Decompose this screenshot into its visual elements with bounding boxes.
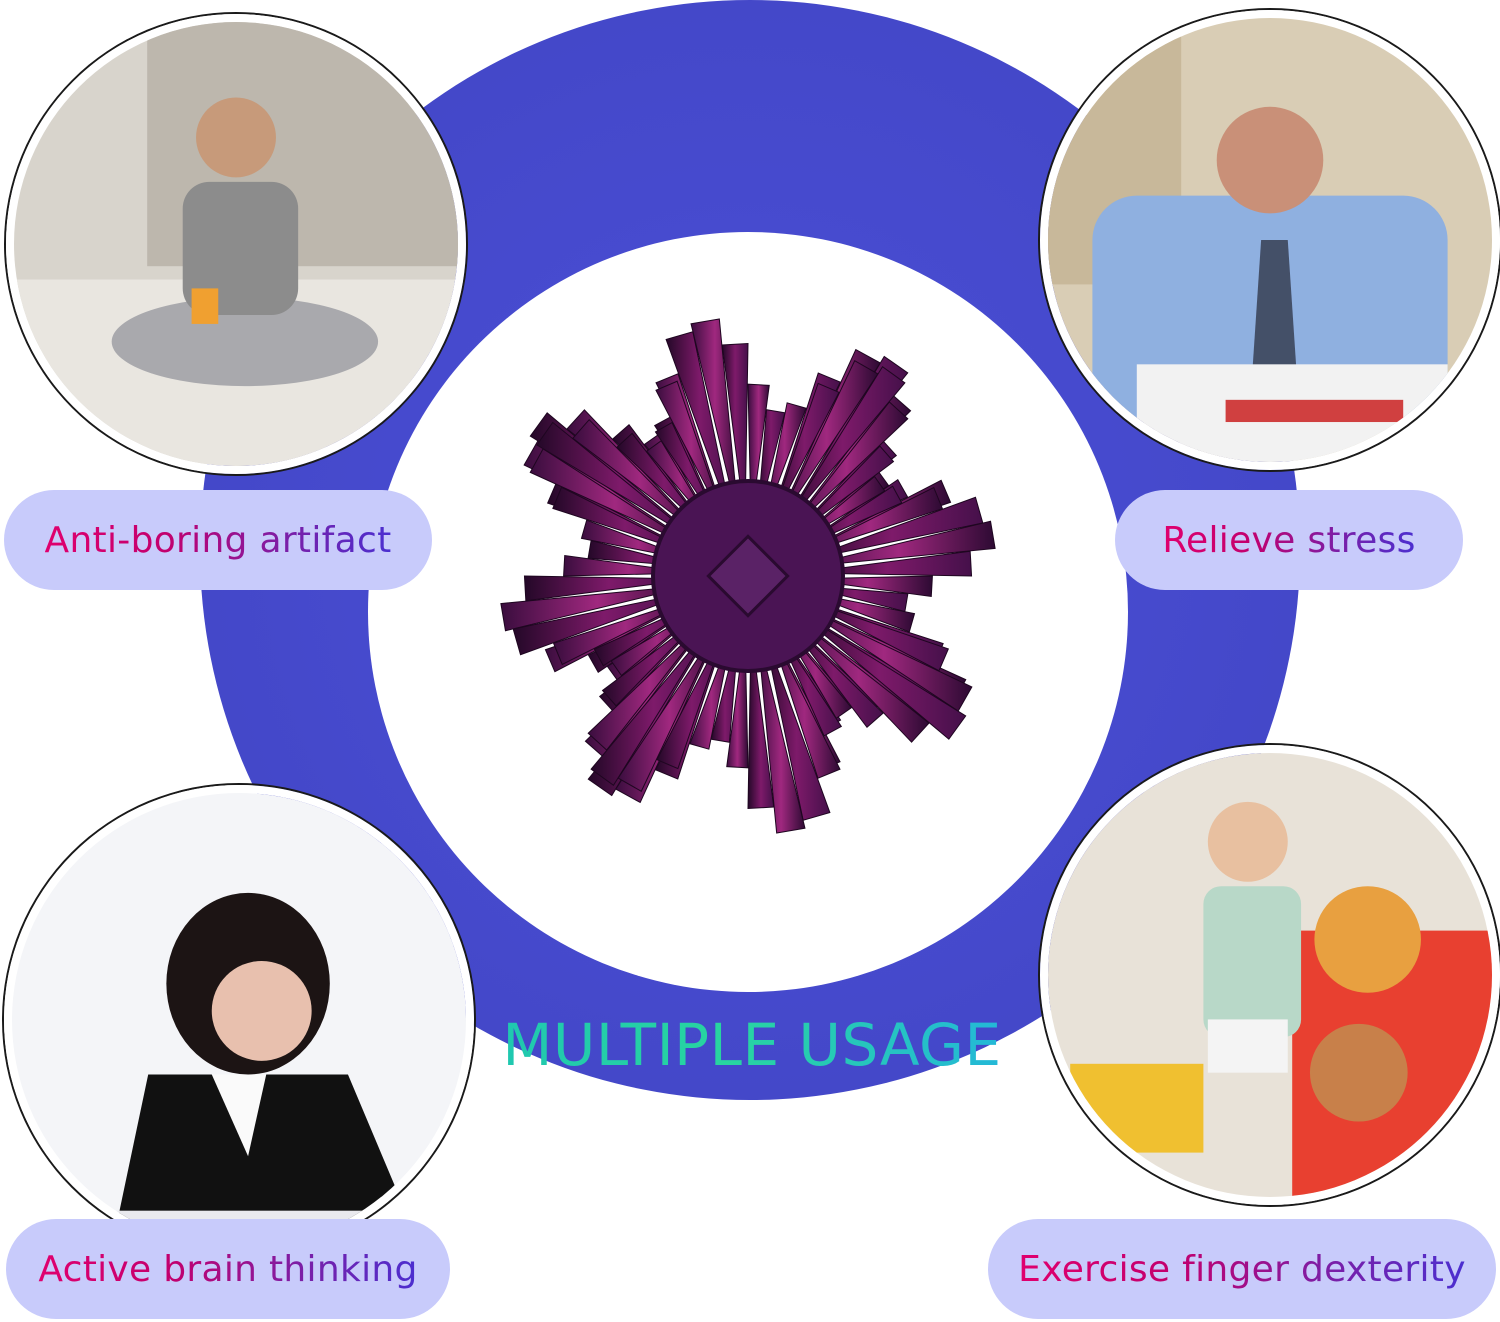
product-pleat [665,331,734,524]
product-pleat [721,342,749,522]
product-pleat [690,318,740,522]
photo-children-playing [1040,745,1500,1205]
product-pleat [802,520,996,568]
product-pleat [523,575,694,602]
product-pleat [784,401,909,536]
product-pleat [792,607,967,740]
product-pleat [756,630,806,834]
photo-relaxing-man [6,14,466,474]
product-pleat [800,496,984,562]
product-pleat [795,602,973,712]
usage-label-brain-thinking: Active brain thinking [6,1219,450,1319]
product-pleat [762,628,831,821]
product-pleat [802,550,973,577]
product-pleat [529,448,700,551]
product-pleat [774,360,879,529]
product-pleat [500,584,694,632]
product-pleat [617,623,722,792]
fidget-product-image [500,318,996,834]
headline: MULTIPLE USAGE [502,1011,1002,1079]
photo-thinking-woman [4,785,474,1255]
product-pleat [747,630,775,810]
product-pleat [572,418,708,541]
product-core [706,534,790,618]
product-pleat [788,612,930,743]
product-pleat [512,590,696,656]
product-pleat [779,365,906,532]
photo-stressed-man [1040,10,1500,470]
usage-label-finger-dexterity: Exercise finger dexterity [988,1219,1496,1319]
product-pleat [590,620,717,787]
usage-label-relieve-stress: Relieve stress [1115,490,1463,590]
product-pleat [587,616,712,751]
product-pleat [536,421,704,545]
usage-label-anti-boring: Anti-boring artifact [4,490,432,590]
